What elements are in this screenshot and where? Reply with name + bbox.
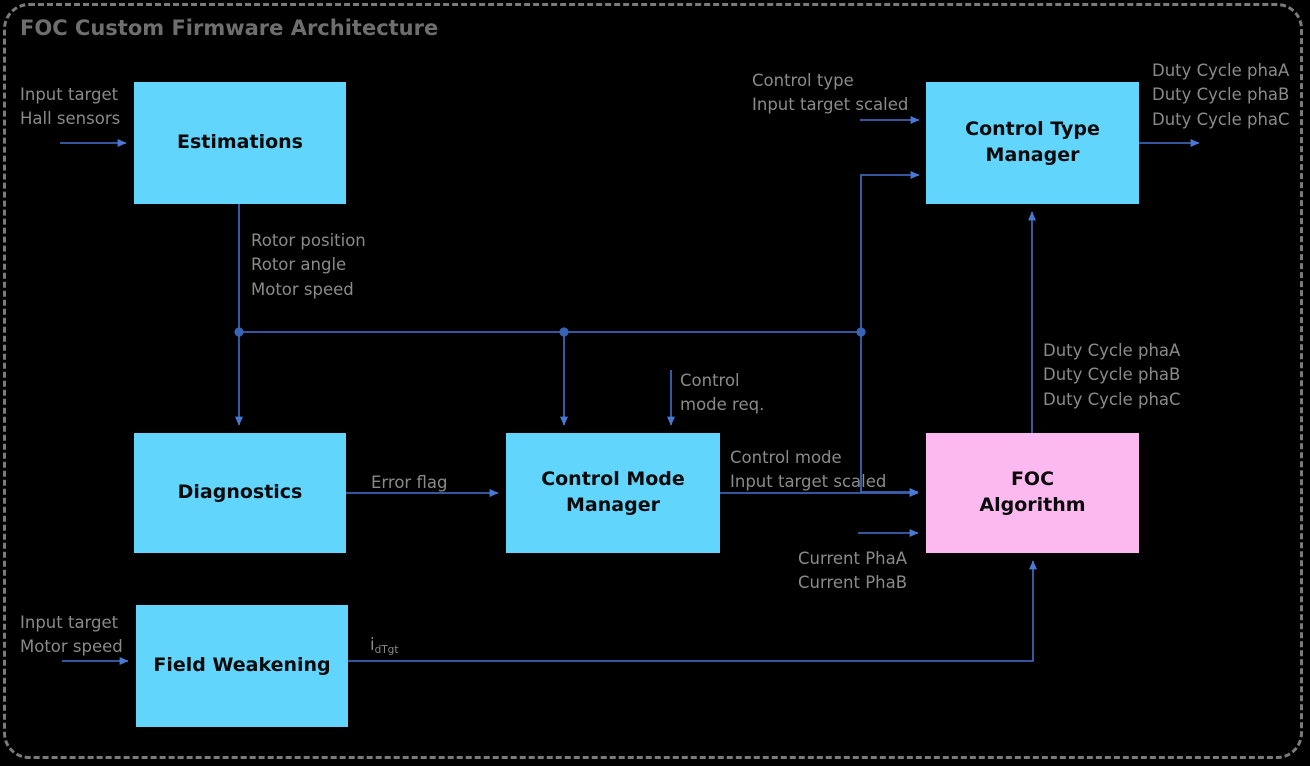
label-estimations-output-line2: Rotor angle <box>251 255 347 275</box>
label-control-mode-req-line1: Control <box>680 371 740 390</box>
label-idtgt: idTgt <box>370 633 398 657</box>
label-cmm-output-line1: Control mode <box>730 448 842 467</box>
block-field-weakening-label: Field Weakening <box>153 654 331 677</box>
label-field-weakening-input: Input target Motor speed <box>20 611 123 660</box>
label-cmm-output-line2: Input target scaled <box>730 472 887 492</box>
label-control-type-output: Duty Cycle phaA Duty Cycle phaB Duty Cyc… <box>1152 59 1290 132</box>
block-control-type-manager-label-line1: Control Type <box>965 118 1100 141</box>
label-control-type-output-line1: Duty Cycle phaA <box>1152 61 1290 80</box>
block-estimations[interactable]: Estimations <box>134 82 346 204</box>
block-field-weakening[interactable]: Field Weakening <box>136 605 348 727</box>
label-foc-duty-cycle-line3: Duty Cycle phaC <box>1043 389 1181 409</box>
junction-dot-estimations <box>234 327 244 337</box>
label-field-weakening-input-line1: Input target <box>20 613 119 632</box>
block-control-type-manager[interactable]: Control Type Manager <box>926 82 1139 204</box>
connector-bus-to-foc-algorithm <box>860 332 919 496</box>
label-currents-line1: Current PhaA <box>798 549 908 568</box>
block-estimations-label: Estimations <box>177 131 303 154</box>
label-estimations-output-line1: Rotor position <box>251 231 366 250</box>
label-control-mode-req: Control mode req. <box>680 369 764 418</box>
label-control-type-input: Control type Input target scaled <box>752 69 908 118</box>
label-control-type-output-line3: Duty Cycle phaC <box>1152 109 1290 129</box>
label-estimations-input-line1: Input target <box>20 85 119 104</box>
block-foc-algorithm-label-line1: FOC <box>1010 468 1055 491</box>
label-idtgt-base: i <box>370 635 375 654</box>
block-control-mode-manager[interactable]: Control Mode Manager <box>506 433 720 553</box>
label-estimations-output: Rotor position Rotor angle Motor speed <box>251 229 366 302</box>
connector-bus-to-control-type-manager <box>860 171 920 332</box>
label-idtgt-subscript: dTgt <box>374 644 399 656</box>
label-estimations-input: Input target Hall sensors <box>20 83 120 132</box>
label-control-type-input-line1: Control type <box>752 71 854 90</box>
label-foc-duty-cycle-line2: Duty Cycle phaB <box>1043 365 1181 385</box>
label-foc-duty-cycle-line1: Duty Cycle phaA <box>1043 341 1181 360</box>
label-estimations-output-line3: Motor speed <box>251 279 354 299</box>
block-foc-algorithm[interactable]: FOC Algorithm <box>926 433 1139 553</box>
label-control-mode-req-line2: mode req. <box>680 395 765 415</box>
block-foc-algorithm-label-line2: Algorithm <box>979 494 1086 516</box>
label-control-type-input-line2: Input target scaled <box>752 95 909 115</box>
block-diagnostics[interactable]: Diagnostics <box>134 433 346 553</box>
label-currents-input: Current PhaA Current PhaB <box>798 547 907 596</box>
label-foc-duty-cycle-output: Duty Cycle phaA Duty Cycle phaB Duty Cyc… <box>1043 339 1181 412</box>
label-control-type-output-line2: Duty Cycle phaB <box>1152 85 1290 105</box>
label-field-weakening-input-line2: Motor speed <box>20 637 123 657</box>
label-estimations-input-line2: Hall sensors <box>20 109 121 129</box>
connector-idtgt-to-foc <box>348 560 1037 662</box>
label-error-flag: Error flag <box>371 473 448 492</box>
junction-dot-right-bus <box>856 327 866 337</box>
block-diagnostics-label: Diagnostics <box>177 481 303 504</box>
page-title: FOC Custom Firmware Architecture <box>20 16 439 40</box>
junction-dot-control-mode <box>559 327 569 337</box>
label-cmm-output: Control mode Input target scaled <box>730 446 886 495</box>
block-control-mode-manager-label-line1: Control Mode <box>541 468 685 491</box>
block-control-mode-manager-label-line2: Manager <box>566 494 660 516</box>
label-currents-line2: Current PhaB <box>798 573 908 593</box>
block-control-type-manager-label-line2: Manager <box>985 144 1080 166</box>
